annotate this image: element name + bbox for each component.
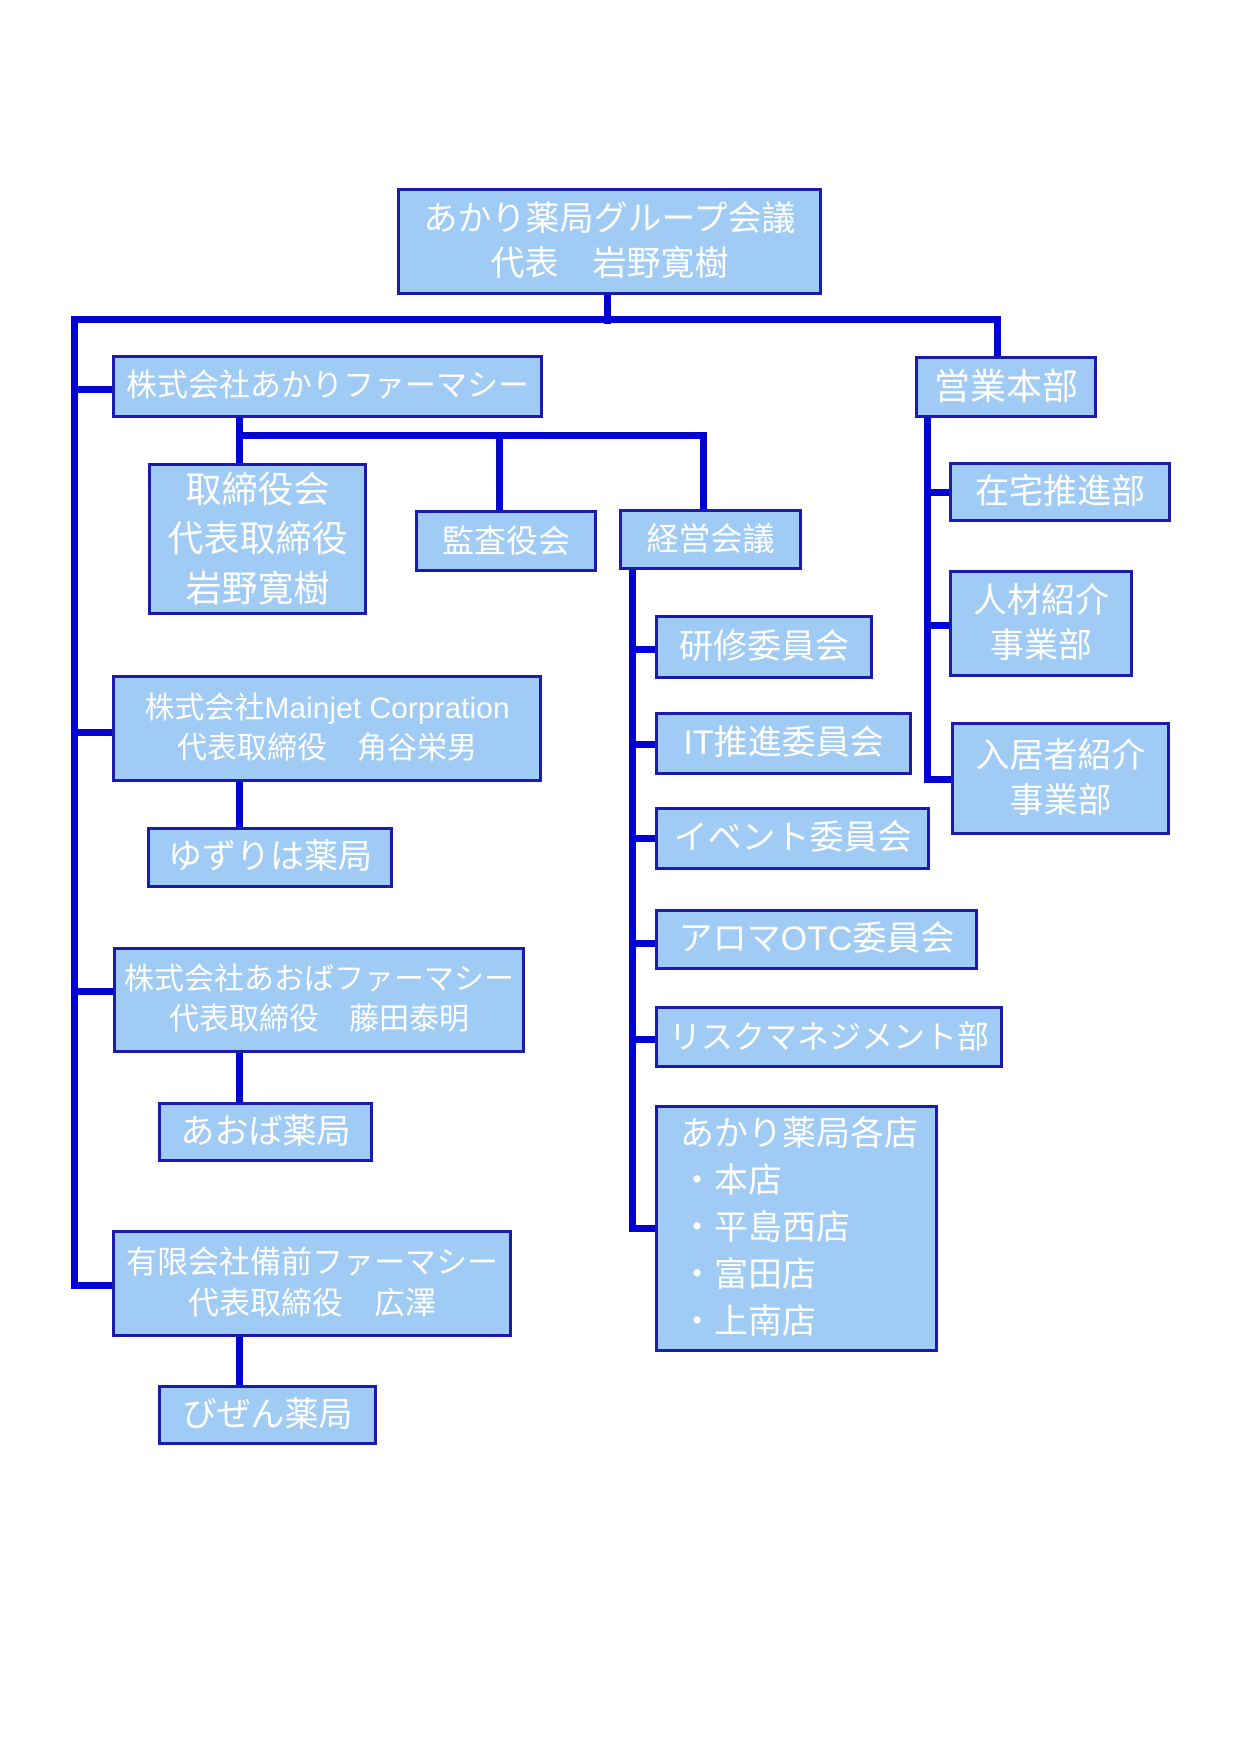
connector-drop-aoba-pharmacy [236, 1051, 243, 1104]
stores-item-jonan: ・上南店 [680, 1302, 816, 1341]
connector-stub-aroma [632, 940, 657, 947]
board-line3: 岩野寛樹 [185, 567, 330, 609]
group-meeting-title: あかり薬局グループ会議 [423, 199, 796, 238]
aoba-line2: 代表取締役 藤田泰明 [169, 1003, 469, 1036]
node-event-committee: イベント委員会 [655, 807, 930, 870]
node-board: 取締役会 代表取締役 岩野寛樹 [148, 463, 367, 615]
board-line2: 代表取締役 [167, 518, 348, 560]
yuzuriha-pharmacy-label: ゆずりは薬局 [168, 838, 372, 877]
mainjet-line1: 株式会社Mainjet Corpration [144, 691, 510, 725]
training-committee-label: 研修委員会 [679, 627, 849, 666]
aoba-line1: 株式会社あおばファーマシー [124, 963, 514, 997]
hr-referral-line1: 人材紹介 [973, 581, 1109, 620]
connector-drop-bizen-pharmacy [236, 1335, 243, 1387]
connector-top-stub [604, 294, 611, 324]
connector-stub-training [632, 646, 657, 653]
aoba-pharmacy-label: あおば薬局 [180, 1112, 351, 1151]
node-training-committee: 研修委員会 [655, 615, 873, 679]
resident-referral-line2: 事業部 [1009, 781, 1112, 820]
connector-drop-board [236, 418, 243, 465]
connector-stub-homecare [928, 489, 952, 496]
mainjet-line2: 代表取締役 角谷栄男 [177, 731, 477, 765]
it-committee-label: IT推進委員会 [683, 724, 884, 763]
stores-item-hirashimanishi: ・平島西店 [680, 1209, 850, 1248]
node-audit-board: 監査役会 [415, 510, 597, 572]
connector-stub-mainjet [78, 729, 114, 736]
stores-item-honten: ・本店 [680, 1162, 782, 1201]
connector-stub-akari [78, 386, 114, 393]
bizen-pharmacy-label: びぜん薬局 [182, 1395, 353, 1434]
node-mainjet: 株式会社Mainjet Corpration 代表取締役 角谷栄男 [112, 675, 542, 782]
node-akari-pharmacy: 株式会社あかりファーマシー [112, 355, 543, 418]
stores-title: あかり薬局各店 [680, 1115, 918, 1154]
node-resident-referral-dept: 入居者紹介 事業部 [951, 722, 1170, 835]
connector-elbow-stores [629, 1225, 657, 1232]
connector-stub-aoba [78, 988, 115, 995]
node-yuzuriha-pharmacy: ゆずりは薬局 [147, 827, 393, 888]
node-aoba-pharmacy: あおば薬局 [158, 1102, 373, 1162]
event-committee-label: イベント委員会 [673, 819, 912, 858]
connector-elbow-bizen [71, 1282, 114, 1289]
connector-branch-horizontal [236, 432, 707, 439]
home-care-dept-label: 在宅推進部 [975, 472, 1145, 511]
node-home-care-dept: 在宅推進部 [949, 462, 1171, 522]
connector-stub-hr [928, 622, 952, 629]
connector-elbow-resident [924, 776, 954, 783]
stores-item-tomita: ・富田店 [680, 1255, 816, 1294]
bizen-line2: 代表取締役 広澤 [188, 1285, 436, 1321]
node-bizen: 有限会社備前ファーマシー 代表取締役 広澤 [112, 1230, 512, 1337]
risk-management-dept-label: リスクマネジメント部 [668, 1018, 989, 1055]
connector-stub-it [632, 741, 657, 748]
node-group-meeting: あかり薬局グループ会議 代表 岩野寛樹 [397, 188, 822, 295]
node-risk-management-dept: リスクマネジメント部 [655, 1006, 1003, 1068]
management-meeting-label: 経営会議 [646, 521, 775, 558]
connector-committee-trunk [629, 568, 636, 1232]
aroma-otc-committee-label: アロマOTC委員会 [678, 920, 955, 959]
group-meeting-representative: 代表 岩野寛樹 [490, 244, 729, 283]
akari-pharmacy-label: 株式会社あかりファーマシー [126, 368, 529, 404]
connector-drop-sales-hq [994, 320, 1001, 358]
connector-stub-event [632, 835, 657, 842]
node-management-meeting: 経営会議 [619, 509, 802, 570]
node-aoba: 株式会社あおばファーマシー 代表取締役 藤田泰明 [113, 947, 525, 1053]
connector-sales-trunk [924, 416, 931, 783]
node-sales-hq: 営業本部 [915, 356, 1097, 418]
audit-board-label: 監査役会 [441, 522, 570, 559]
connector-drop-audit [496, 435, 503, 512]
node-it-committee: IT推進委員会 [655, 712, 912, 775]
node-aroma-otc-committee: アロマOTC委員会 [655, 909, 978, 970]
connector-main-horizontal [71, 316, 1001, 323]
node-stores: あかり薬局各店 ・本店 ・平島西店 ・富田店 ・上南店 [655, 1105, 938, 1352]
board-line1: 取締役会 [185, 468, 330, 510]
node-hr-referral-dept: 人材紹介 事業部 [949, 570, 1133, 677]
bizen-line1: 有限会社備前ファーマシー [126, 1244, 498, 1280]
connector-left-trunk [71, 316, 78, 1289]
connector-stub-risk [632, 1036, 657, 1043]
connector-drop-management [700, 435, 707, 511]
node-bizen-pharmacy: びぜん薬局 [158, 1385, 377, 1445]
sales-hq-label: 営業本部 [933, 366, 1078, 408]
resident-referral-line1: 入居者紹介 [975, 736, 1146, 775]
hr-referral-line2: 事業部 [990, 626, 1092, 665]
connector-drop-yuzuriha [236, 780, 243, 829]
